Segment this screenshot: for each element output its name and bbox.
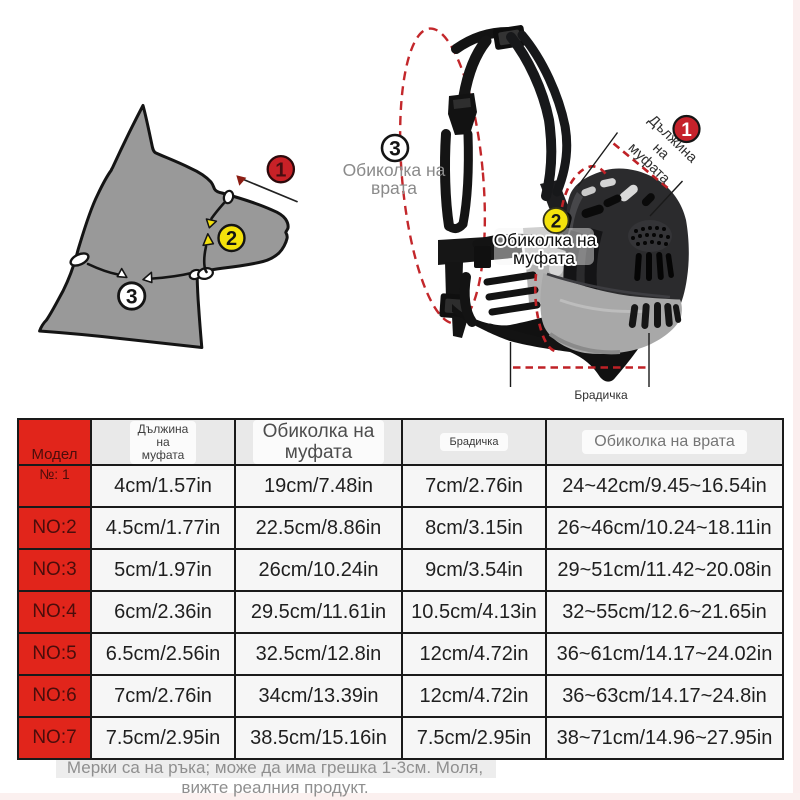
- svg-text:1: 1: [681, 120, 692, 141]
- svg-text:2: 2: [551, 212, 562, 233]
- svg-text:врата: врата: [371, 178, 417, 198]
- svg-text:2: 2: [226, 228, 237, 250]
- svg-text:муфата: муфата: [513, 248, 575, 268]
- svg-text:Обиколка на: Обиколка на: [494, 230, 597, 250]
- svg-text:Брадичка: Брадичка: [574, 388, 628, 402]
- svg-text:1: 1: [275, 159, 286, 181]
- svg-text:Обиколка на: Обиколка на: [343, 160, 446, 180]
- svg-text:3: 3: [389, 137, 401, 160]
- svg-text:3: 3: [126, 285, 138, 308]
